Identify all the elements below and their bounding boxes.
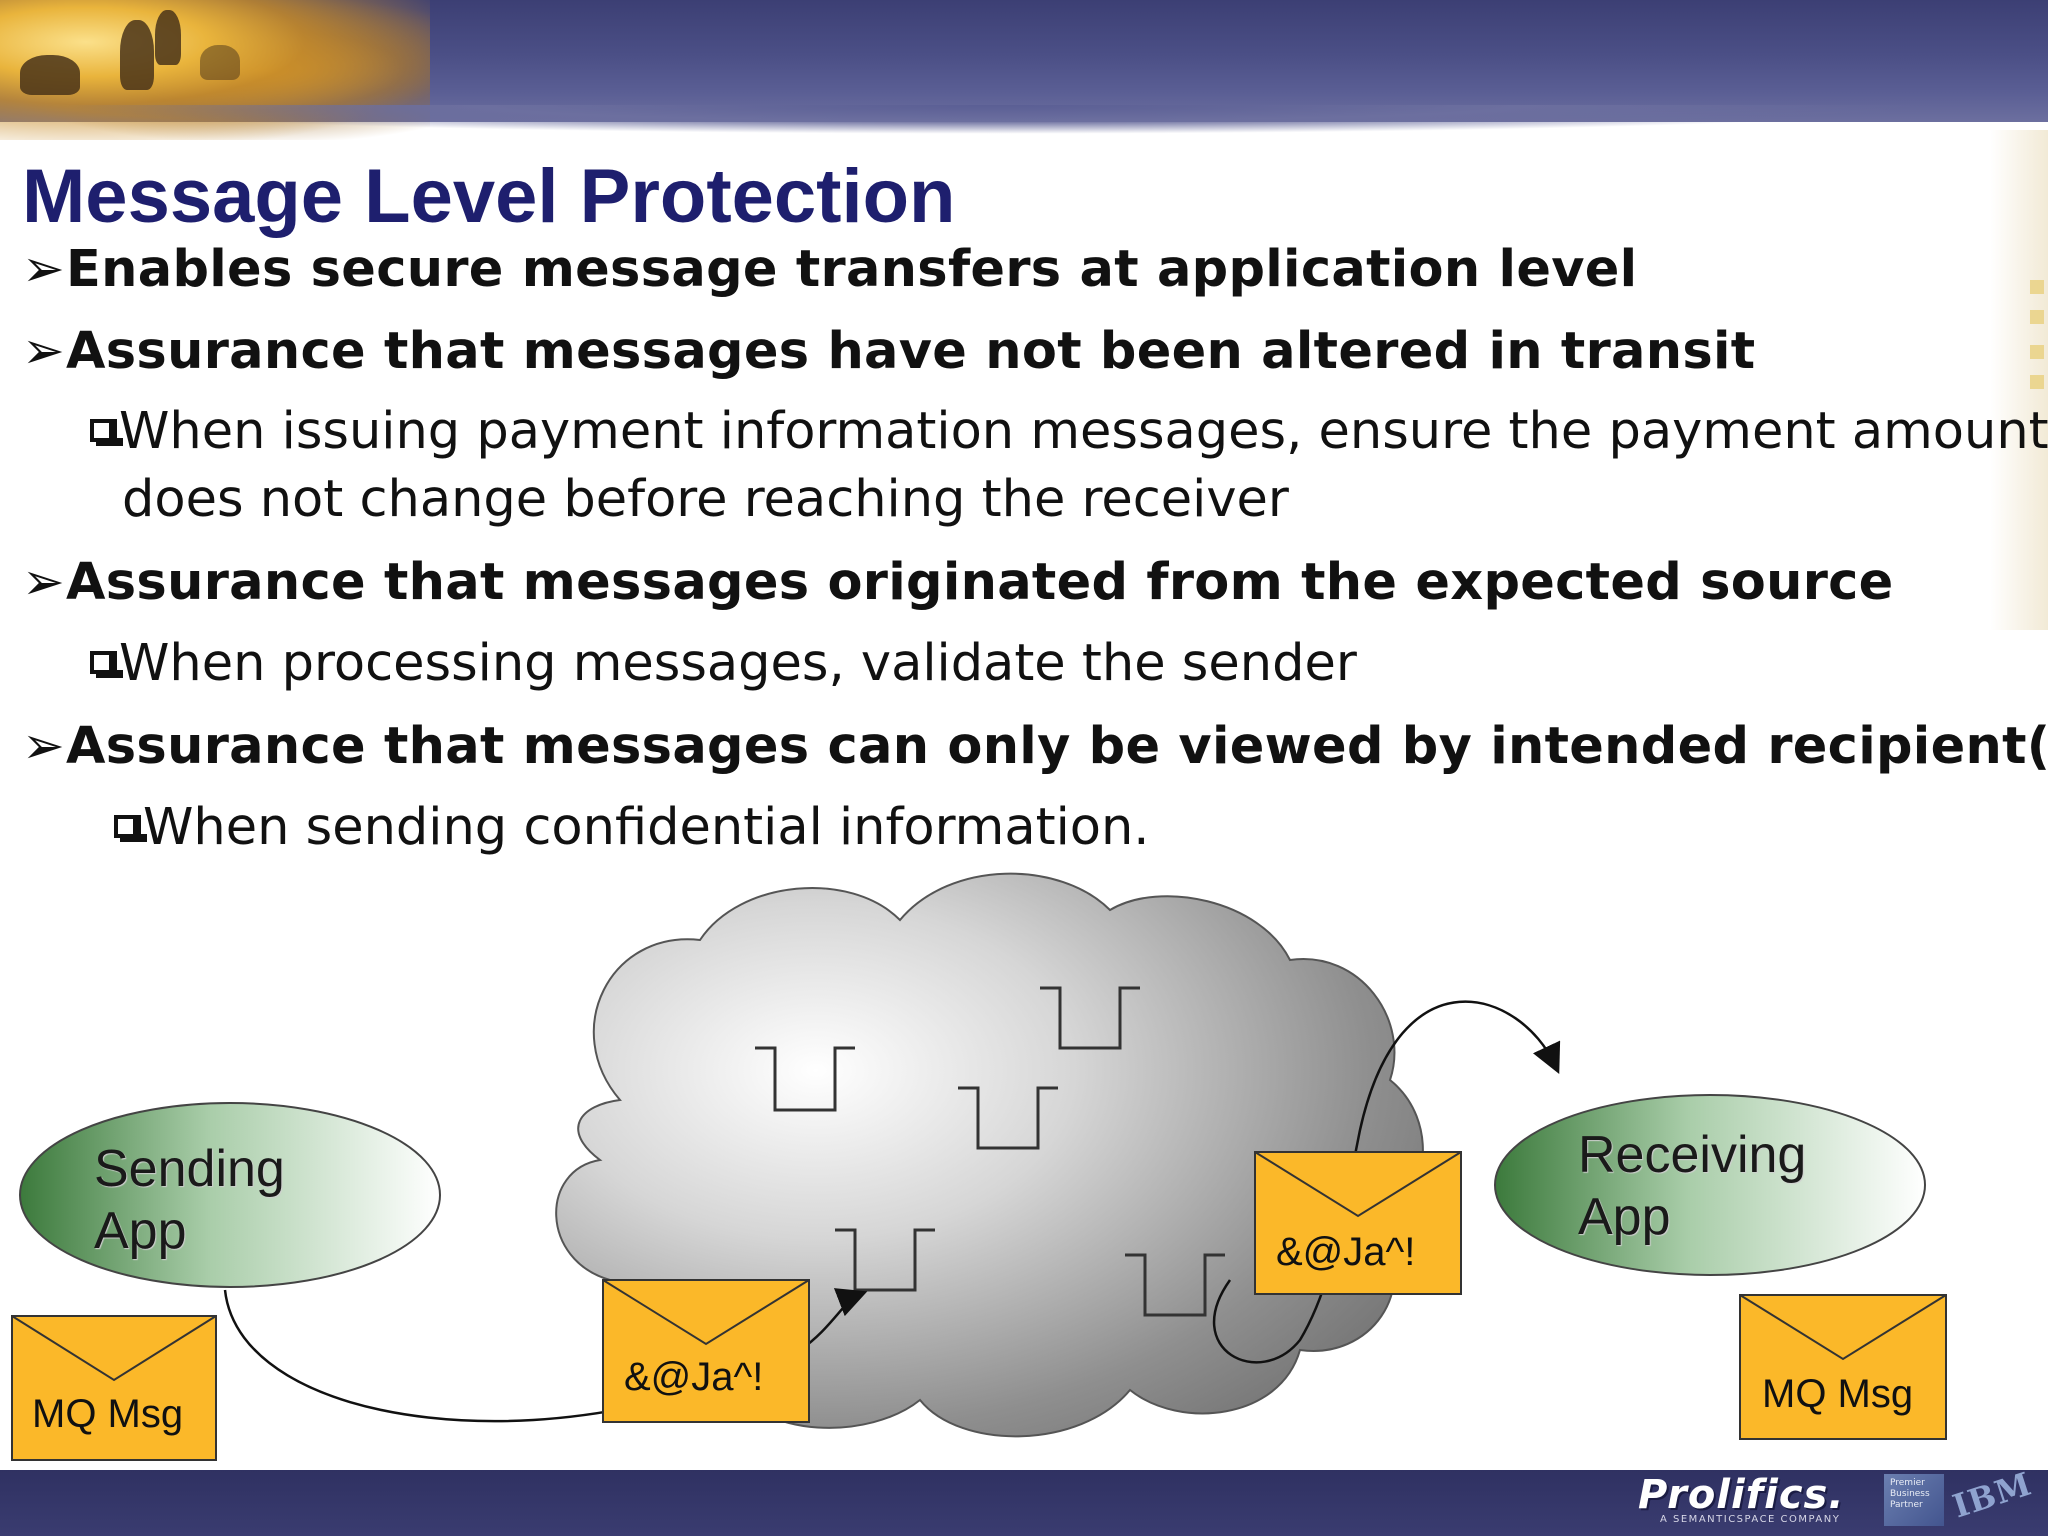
sending-app-line2: App [94,1202,187,1260]
envelope-label-receiver: MQ Msg [1762,1372,1914,1416]
receiving-app-label: Receiving App [1578,1124,1806,1248]
bullet-text: Assurance that messages originated from … [66,553,1894,612]
arrow-bullet-icon: ➢ [22,322,66,381]
queue-icons [755,986,1225,1317]
sub-bullet-2-1: When issuing payment information message… [90,398,2048,466]
prolifics-logo: Prolifics. [1638,1472,1845,1518]
square-bullet-icon [90,651,123,678]
sub-bullet-text: When issuing payment information message… [119,402,2048,461]
partner-badge-line: Business [1890,1489,1930,1499]
sending-app-ellipse [19,1102,441,1288]
receiving-app-ellipse [1494,1094,1926,1276]
sub-bullet-3-1: When processing messages, validate the s… [90,630,1357,698]
bullet-text: Assurance that messages can only be view… [66,717,2048,776]
envelope-label-sender: MQ Msg [32,1392,184,1436]
slide-title: Message Level Protection [22,154,956,239]
prolifics-tagline: A SEMANTICSPACE COMPANY [1660,1514,1841,1525]
sub-bullet-text: When sending confidential information. [143,798,1150,857]
square-bullet-icon [114,815,147,842]
sub-bullet-4-1: When sending confidential information. [114,794,1150,862]
right-decor-strip [1990,130,2048,630]
bullet-text: Enables secure message transfers at appl… [66,240,1638,299]
bullet-2: ➢Assurance that messages have not been a… [22,319,1755,385]
header-swoosh [0,105,2048,165]
receiving-app-line2: App [1578,1188,1671,1246]
sub-bullet-2-1-continued: does not change before reaching the rece… [122,466,1289,534]
bullet-1: ➢Enables secure message transfers at app… [22,237,1637,303]
sub-bullet-text: When processing messages, validate the s… [119,634,1357,693]
diagram-drawing [11,872,1947,1461]
envelope-encrypted-in-transit [602,1279,810,1423]
flow-arrow-send [223,1288,868,1423]
partner-badge-line: Premier [1890,1478,1925,1488]
ibm-partner-badge: Premier Business Partner [1884,1474,1944,1526]
receiving-app-line1: Receiving [1578,1126,1807,1184]
arrow-bullet-icon: ➢ [22,553,66,612]
bullet-4: ➢Assurance that messages can only be vie… [22,714,2048,780]
footer-band [0,1470,2048,1536]
partner-badge-line: Partner [1890,1500,1923,1510]
envelope-mq-msg-receiver [1739,1294,1947,1440]
sub-bullet-text: does not change before reaching the rece… [122,470,1289,529]
envelope-encrypted-arriving [1254,1151,1462,1295]
envelope-label-arriving: &@Ja^! [1276,1230,1416,1274]
bullet-text: Assurance that messages have not been al… [66,322,1756,381]
envelope-mq-msg-sender [11,1315,217,1461]
envelope-label-transit: &@Ja^! [624,1355,764,1399]
message-flow-diagram: Sending App Receiving App MQ Msg &@Ja^! … [0,870,2048,1470]
arrow-bullet-icon: ➢ [22,717,66,776]
arrow-bullet-icon: ➢ [22,240,66,299]
square-bullet-icon [90,419,123,446]
bullet-3: ➢Assurance that messages originated from… [22,550,1894,616]
sending-app-label: Sending App [94,1138,285,1262]
sending-app-line1: Sending [94,1140,285,1198]
